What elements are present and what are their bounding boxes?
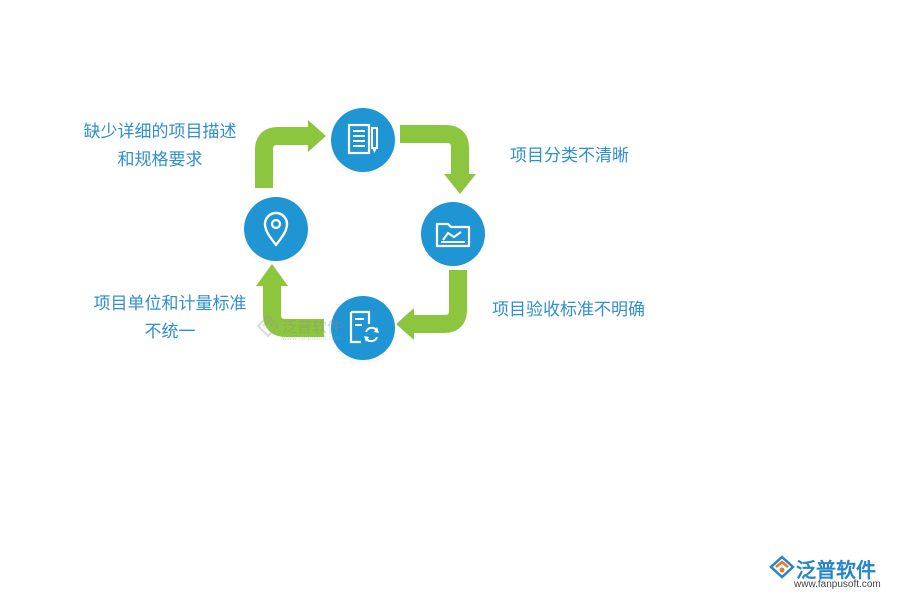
watermark-sub: www.fanpusoft.com — [282, 335, 342, 342]
arrow-left-to-top — [255, 127, 312, 188]
arrow-head-left-to-top — [308, 120, 326, 152]
node-left — [244, 197, 308, 261]
brand-logo: 泛普软件 www.fanpusoft.com — [768, 554, 896, 594]
label-right-top-text: 项目分类不清晰 — [510, 146, 629, 166]
node-right — [421, 202, 485, 266]
arrow-right-to-bottom — [412, 270, 467, 333]
brand-url: www.fanpusoft.com — [794, 579, 881, 590]
arrow-head-top-to-right — [444, 174, 476, 194]
watermark: 泛普软件 www.fanpusoft.com — [256, 314, 342, 342]
label-top-left-line2: 和规格要求 — [117, 150, 203, 170]
label-right-bottom: 项目验收标准不明确 — [492, 296, 645, 324]
label-right-top: 项目分类不清晰 — [510, 142, 629, 170]
node-top — [331, 108, 395, 172]
label-top-left-line1: 缺少详细的项目描述 — [83, 122, 237, 142]
document-pencil-icon — [347, 123, 378, 155]
label-bottom-left-line1: 项目单位和计量标准 — [93, 294, 247, 314]
label-bottom-left: 项目单位和计量标准 不统一 — [70, 290, 270, 346]
arrow-bottom-to-left — [263, 284, 324, 337]
watermark-text: 泛普软件 — [282, 318, 343, 336]
label-right-bottom-text: 项目验收标准不明确 — [492, 300, 645, 320]
brand-name: 泛普软件 — [796, 558, 876, 582]
folder-icon — [435, 222, 471, 248]
brand-logo-icon — [769, 555, 795, 579]
arrow-head-bottom-to-left — [256, 264, 288, 286]
document-refresh-icon — [349, 310, 379, 344]
arrow-head-right-to-bottom — [396, 308, 414, 340]
arrow-top-to-right — [400, 125, 469, 176]
label-top-left: 缺少详细的项目描述 和规格要求 — [70, 118, 250, 174]
node-bottom — [331, 296, 395, 360]
label-bottom-left-line2: 不统一 — [144, 322, 196, 342]
watermark-logo-icon — [256, 314, 280, 338]
location-pin-icon — [263, 211, 289, 247]
